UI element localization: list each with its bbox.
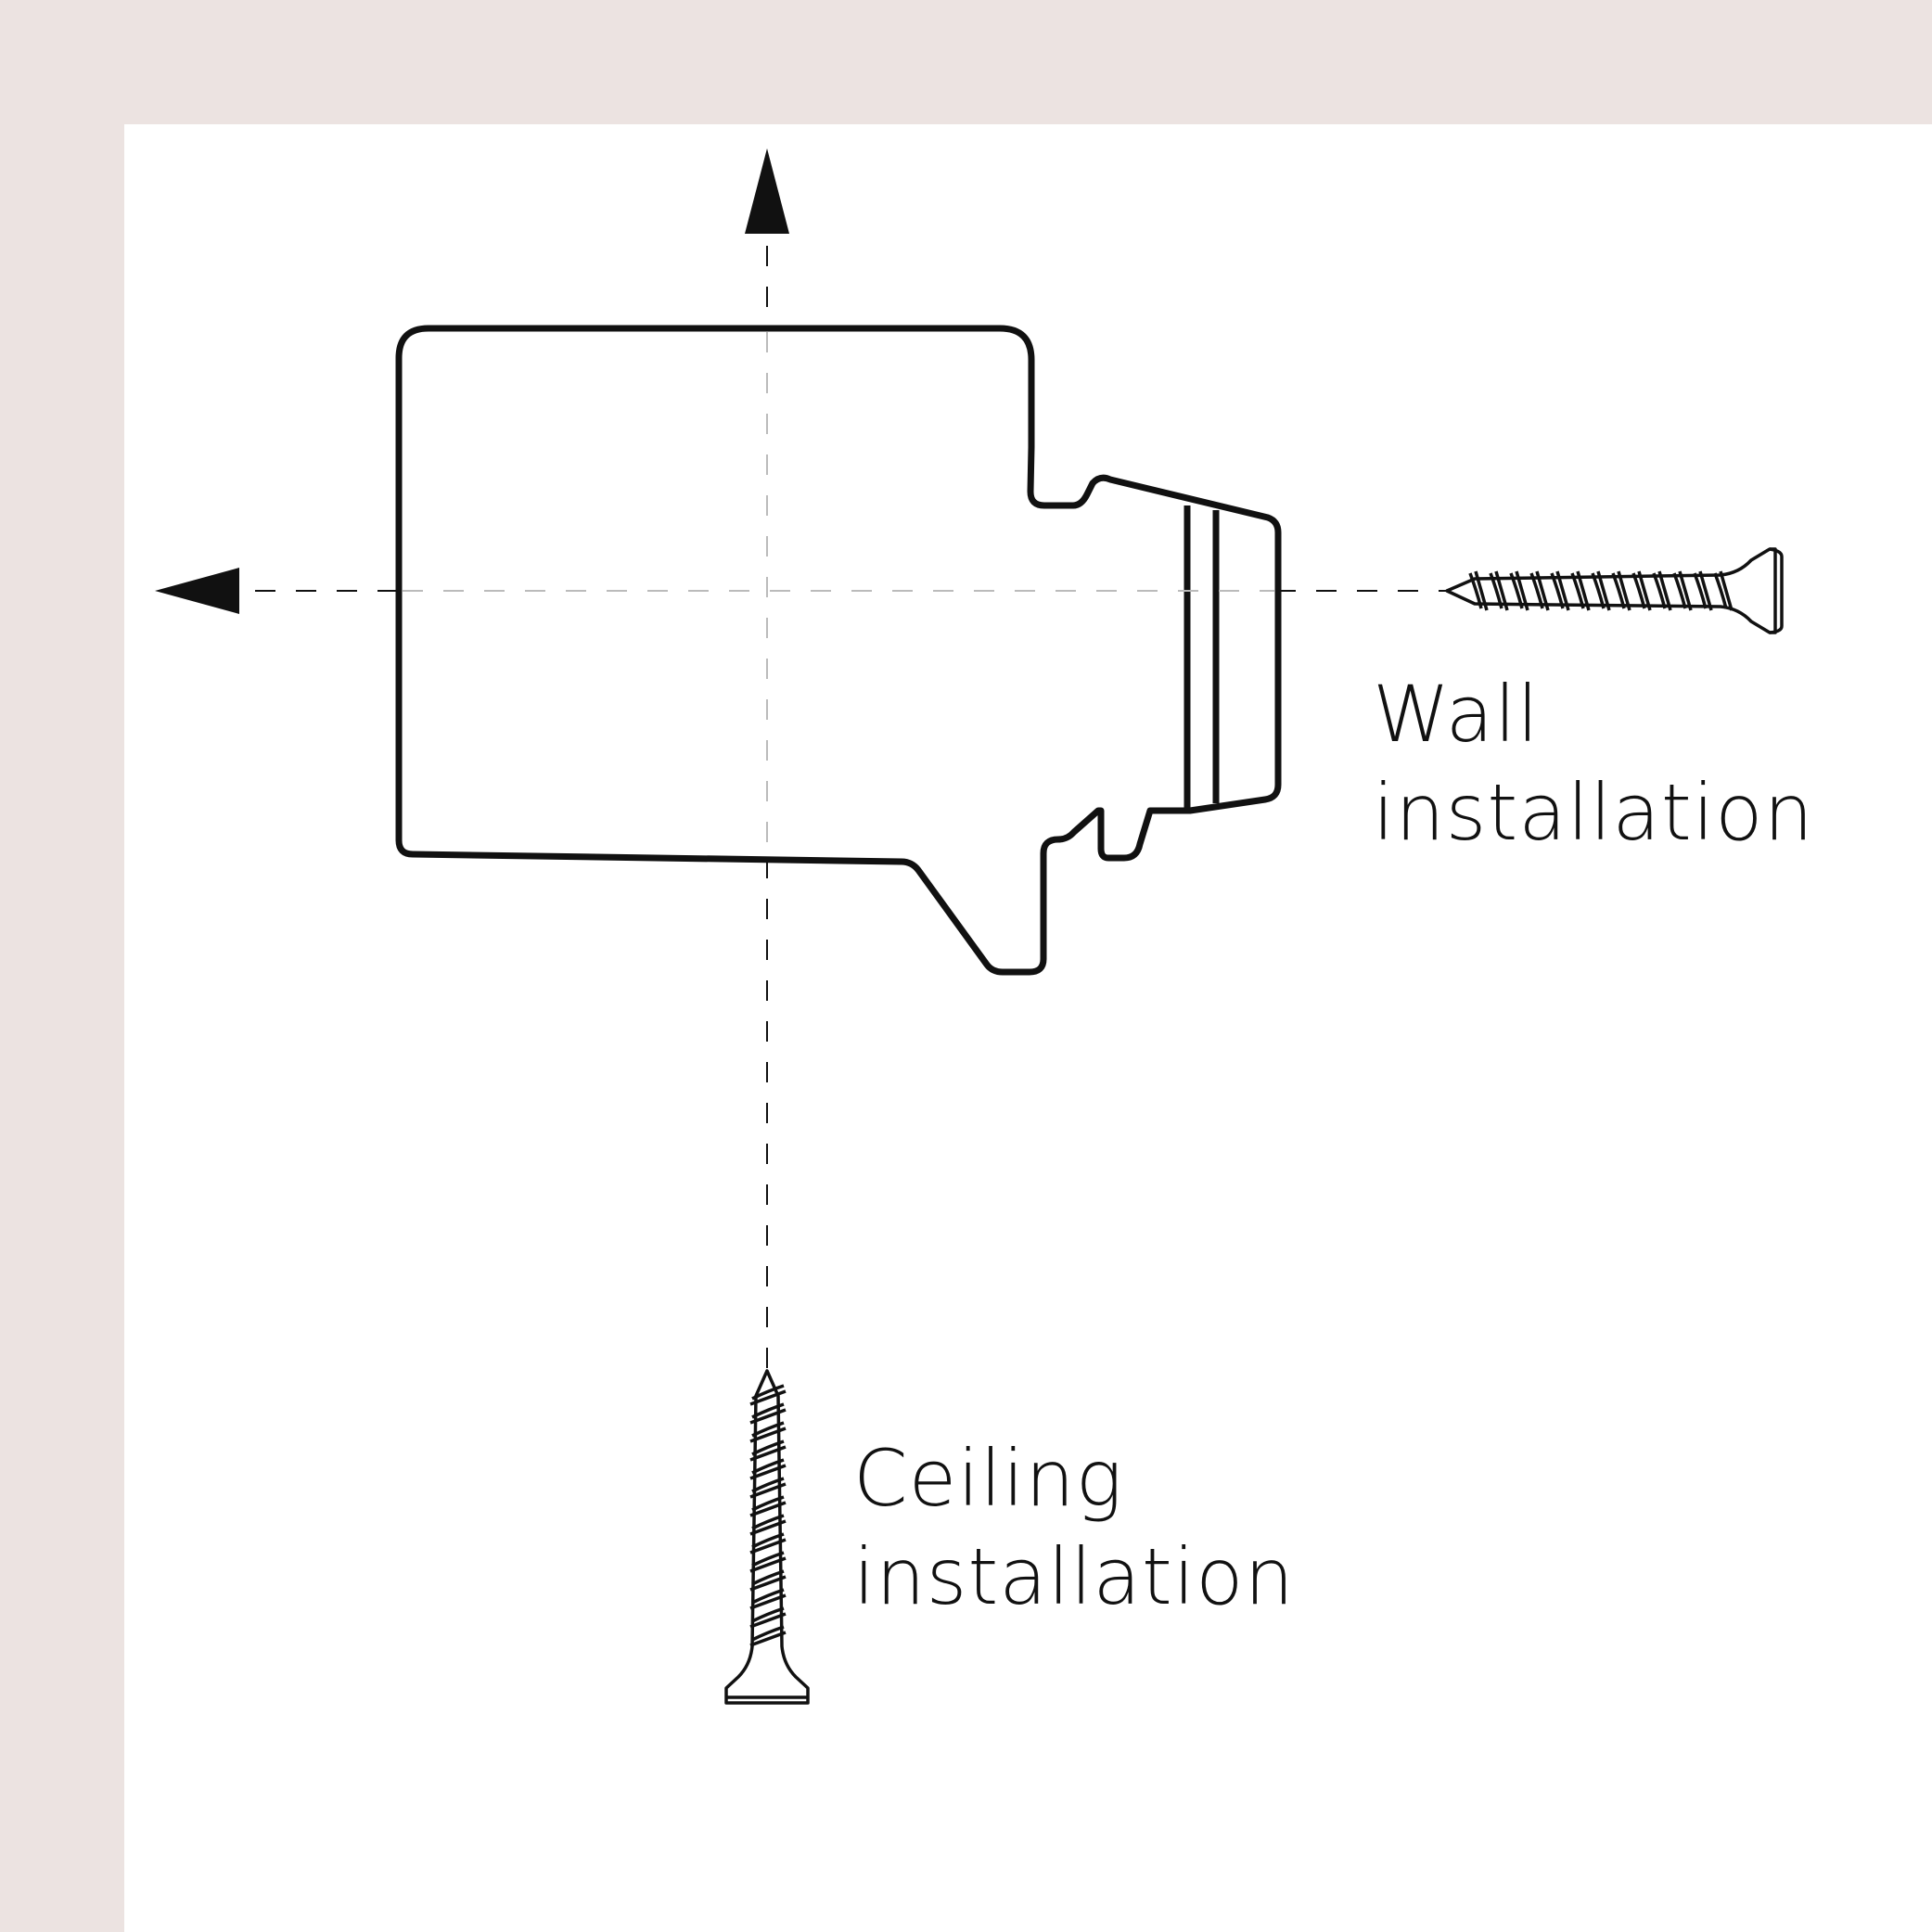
wall-screw-thread — [1468, 570, 1489, 611]
wall-screw-thread — [1591, 570, 1611, 611]
ceiling-label-line-2: installation — [853, 1531, 1295, 1622]
wall-screw-thread — [1570, 570, 1591, 611]
arrow-up-icon — [745, 148, 789, 234]
wall-screw-thread — [1509, 570, 1529, 611]
arrow-left-icon — [155, 568, 239, 614]
wall-screw-thread — [1611, 570, 1631, 611]
wall-screw-thread — [1529, 570, 1550, 611]
wall-label-line-1: Wall — [1373, 669, 1540, 760]
wall-screw-thread — [1672, 570, 1693, 611]
ceiling-screw-thread — [749, 1588, 787, 1610]
wall-label-line-2: installation — [1373, 767, 1814, 858]
ceiling-screw-thread — [749, 1384, 787, 1406]
ceiling-screw-icon — [724, 1369, 810, 1705]
bracket-icon — [395, 325, 1282, 976]
ceiling-screw-thread — [749, 1532, 787, 1555]
ceiling-screw-thread — [749, 1625, 787, 1647]
bracket-guide-overlay — [403, 332, 1274, 858]
wall-screw-thread — [1693, 570, 1713, 611]
ceiling-screw-thread — [749, 1514, 787, 1536]
wall-screw-thread — [1652, 570, 1672, 611]
wall-installation-label: Wall installation — [1373, 665, 1814, 862]
wall-screw-thread — [1713, 570, 1734, 611]
ceiling-screw-thread — [749, 1402, 787, 1425]
ceiling-installation-label: Ceiling installation — [853, 1429, 1295, 1626]
ceiling-screw-thread — [749, 1458, 787, 1480]
ceiling-screw-thread — [749, 1439, 787, 1462]
ceiling-screw-thread — [749, 1477, 787, 1499]
ceiling-screw-thread — [749, 1569, 787, 1592]
ceiling-screw-thread — [749, 1495, 787, 1517]
wall-screw-thread — [1489, 570, 1509, 611]
ceiling-screw-thread — [749, 1551, 787, 1573]
ceiling-screw-thread — [749, 1606, 787, 1629]
ceiling-label-line-1: Ceiling — [853, 1433, 1123, 1524]
wall-screw-thread — [1631, 570, 1652, 611]
wall-screw-icon — [1445, 547, 1784, 634]
wall-screw-thread — [1550, 570, 1570, 611]
ceiling-screw-thread — [749, 1421, 787, 1443]
